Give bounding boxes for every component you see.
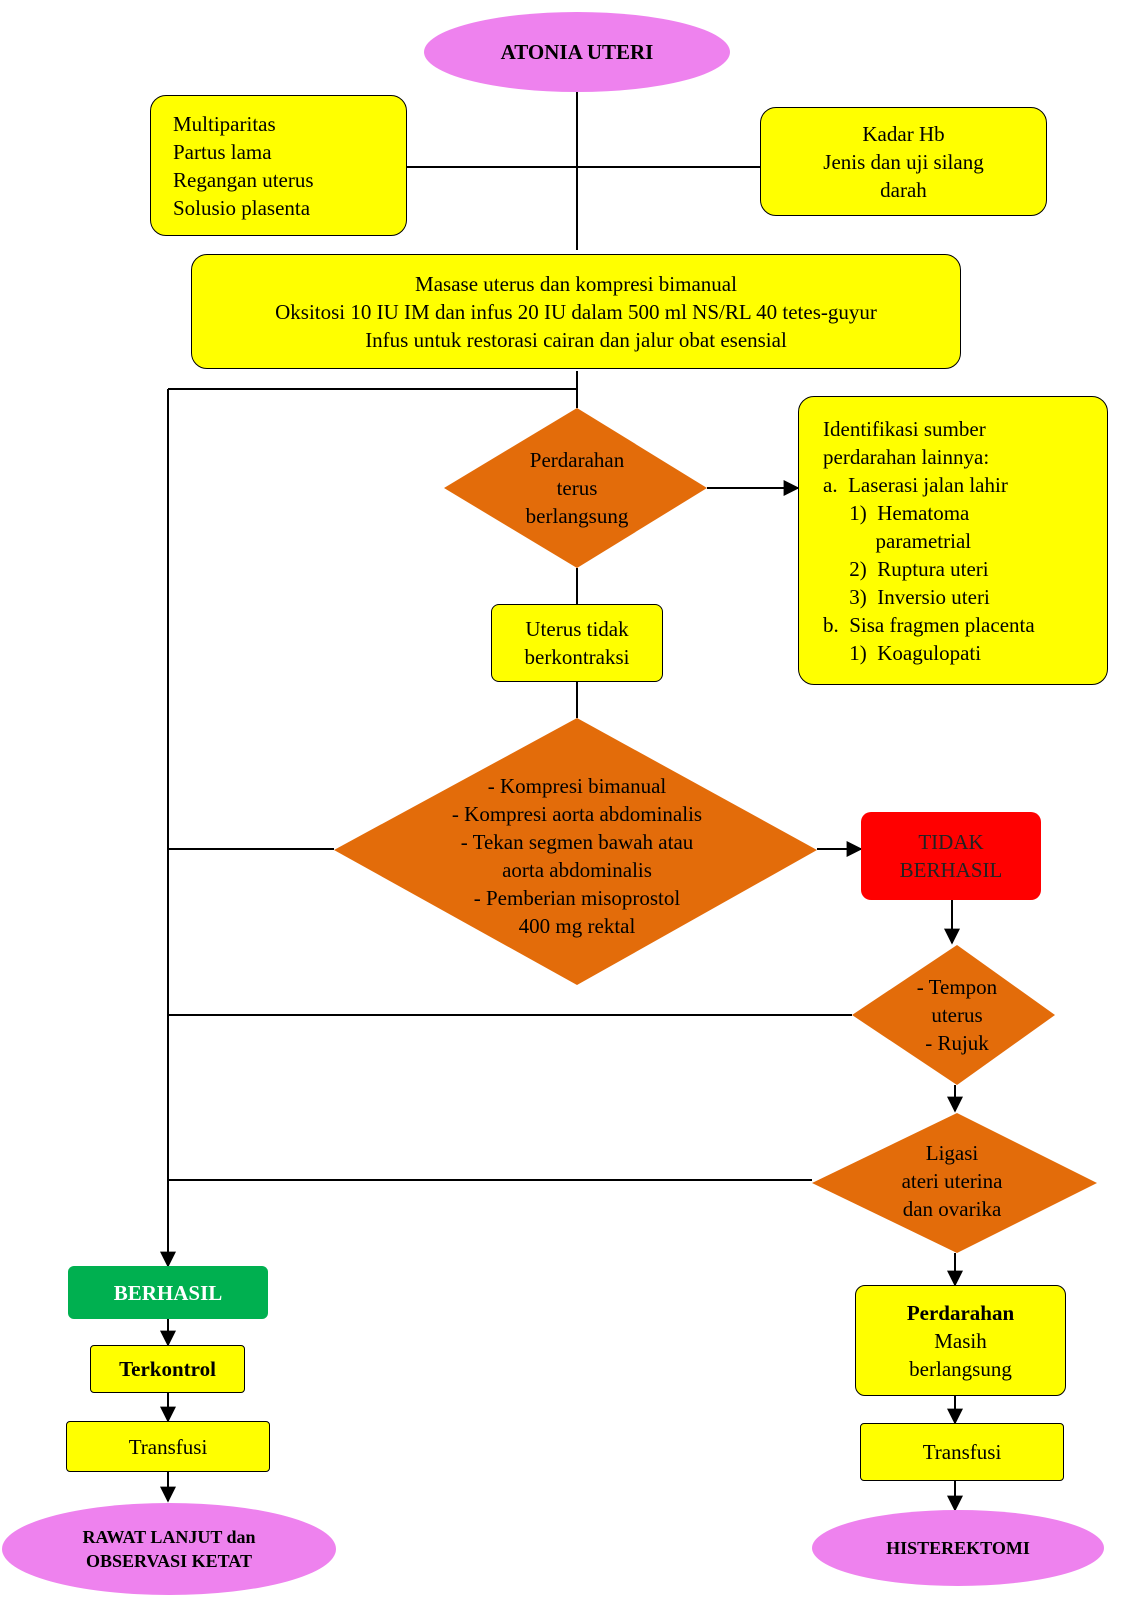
identify-line: a. Laserasi jalan lahir: [823, 472, 1008, 497]
compression-line: 400 mg rektal: [518, 914, 636, 938]
decision-line: terus: [556, 476, 598, 500]
lab-line: Kadar Hb: [862, 121, 945, 146]
failed-line: BERHASIL: [899, 858, 1003, 882]
risk-factors-box: Multiparitas Partus lama Regangan uterus…: [150, 95, 407, 236]
tampon-line: - Tempon: [916, 975, 998, 999]
lab-line: darah: [880, 177, 927, 202]
compression-line: aorta abdominalis: [502, 858, 652, 882]
action-line: Oksitosi 10 IU IM dan infus 20 IU dalam …: [275, 299, 877, 324]
outcome-right-label: HISTEREKTOMI: [886, 1538, 1030, 1558]
transfusion-right-label: Transfusi: [922, 1440, 1002, 1464]
decision-tampon-text: - Tempon uterus - Rujuk: [887, 972, 1027, 1058]
still-bleeding-box: Perdarahan Masih berlangsung: [855, 1285, 1066, 1396]
outcome-right-ellipse: HISTEREKTOMI: [812, 1510, 1104, 1586]
success-label: BERHASIL: [113, 1280, 223, 1305]
success-box: BERHASIL: [68, 1266, 268, 1319]
start-label: ATONIA UTERI: [500, 40, 654, 64]
transfusion-left-box: Transfusi: [66, 1421, 270, 1472]
controlled-label: Terkontrol: [119, 1357, 216, 1381]
outcome-left-line: RAWAT LANJUT dan: [82, 1527, 256, 1547]
decision-compression-text: - Kompresi bimanual - Kompresi aorta abd…: [400, 768, 754, 944]
decision-bleeding-shape: [444, 408, 707, 568]
initial-actions-box: Masase uterus dan kompresi bimanual Oksi…: [191, 254, 961, 369]
identify-line: Identifikasi sumber: [823, 416, 986, 441]
still-bleeding-line: berlangsung: [909, 1356, 1012, 1381]
still-bleeding-line: Masih: [934, 1328, 987, 1353]
no-contraction-line: Uterus tidak: [525, 617, 629, 641]
risk-factor: Solusio plasenta: [173, 195, 311, 220]
controlled-box: Terkontrol: [90, 1345, 245, 1393]
decision-tampon-shape: [852, 945, 1055, 1085]
identify-line: perdarahan lainnya:: [823, 444, 990, 469]
ligation-line: Ligasi: [925, 1141, 979, 1165]
action-line: Infus untuk restorasi cairan dan jalur o…: [365, 327, 787, 352]
risk-factor: Partus lama: [173, 139, 272, 164]
failed-box: TIDAK BERHASIL: [861, 812, 1041, 900]
failed-line: TIDAK: [918, 830, 984, 854]
identify-line: 2) Ruptura uteri: [823, 556, 989, 581]
no-contraction-line: berkontraksi: [524, 645, 630, 669]
tampon-line: - Rujuk: [925, 1031, 989, 1055]
tampon-line: uterus: [931, 1003, 983, 1027]
outcome-left-line: OBSERVASI KETAT: [86, 1551, 252, 1571]
compression-line: - Pemberian misoprostol: [473, 886, 681, 910]
decision-compression-shape: [334, 718, 817, 985]
ligation-line: ateri uterina: [901, 1169, 1003, 1193]
identify-line: parametrial: [823, 528, 972, 553]
decision-bleeding-text: Perdarahan terus berlangsung: [484, 440, 670, 536]
compression-line: - Kompresi aorta abdominalis: [451, 802, 703, 826]
identify-line: b. Sisa fragmen placenta: [823, 612, 1035, 637]
transfusion-left-label: Transfusi: [128, 1434, 208, 1459]
risk-factor: Multiparitas: [173, 111, 276, 136]
transfusion-right-box: Transfusi: [860, 1423, 1064, 1481]
identify-line: 1) Hematoma: [823, 500, 970, 525]
outcome-left-ellipse: RAWAT LANJUT dan OBSERVASI KETAT: [2, 1503, 336, 1595]
decision-ligation-text: Ligasi ateri uterina dan ovarika: [872, 1138, 1032, 1224]
identify-line: 1) Koagulopati: [823, 640, 982, 665]
still-bleeding-title: Perdarahan: [906, 1300, 1015, 1325]
no-contraction-box: Uterus tidak berkontraksi: [491, 604, 663, 682]
start-ellipse: ATONIA UTERI: [424, 12, 730, 92]
lab-line: Jenis dan uji silang: [823, 149, 984, 174]
identify-sources-box: Identifikasi sumber perdarahan lainnya: …: [798, 396, 1108, 685]
decision-ligation-shape: [812, 1113, 1097, 1253]
ligation-line: dan ovarika: [902, 1197, 1002, 1221]
lab-box: Kadar Hb Jenis dan uji silang darah: [760, 107, 1047, 216]
identify-line: 3) Inversio uteri: [823, 584, 990, 609]
action-line: Masase uterus dan kompresi bimanual: [415, 271, 737, 296]
decision-line: Perdarahan: [529, 448, 625, 472]
risk-factor: Regangan uterus: [173, 167, 314, 192]
compression-line: - Tekan segmen bawah atau: [460, 830, 694, 854]
compression-line: - Kompresi bimanual: [487, 774, 667, 798]
decision-line: berlangsung: [525, 504, 629, 528]
